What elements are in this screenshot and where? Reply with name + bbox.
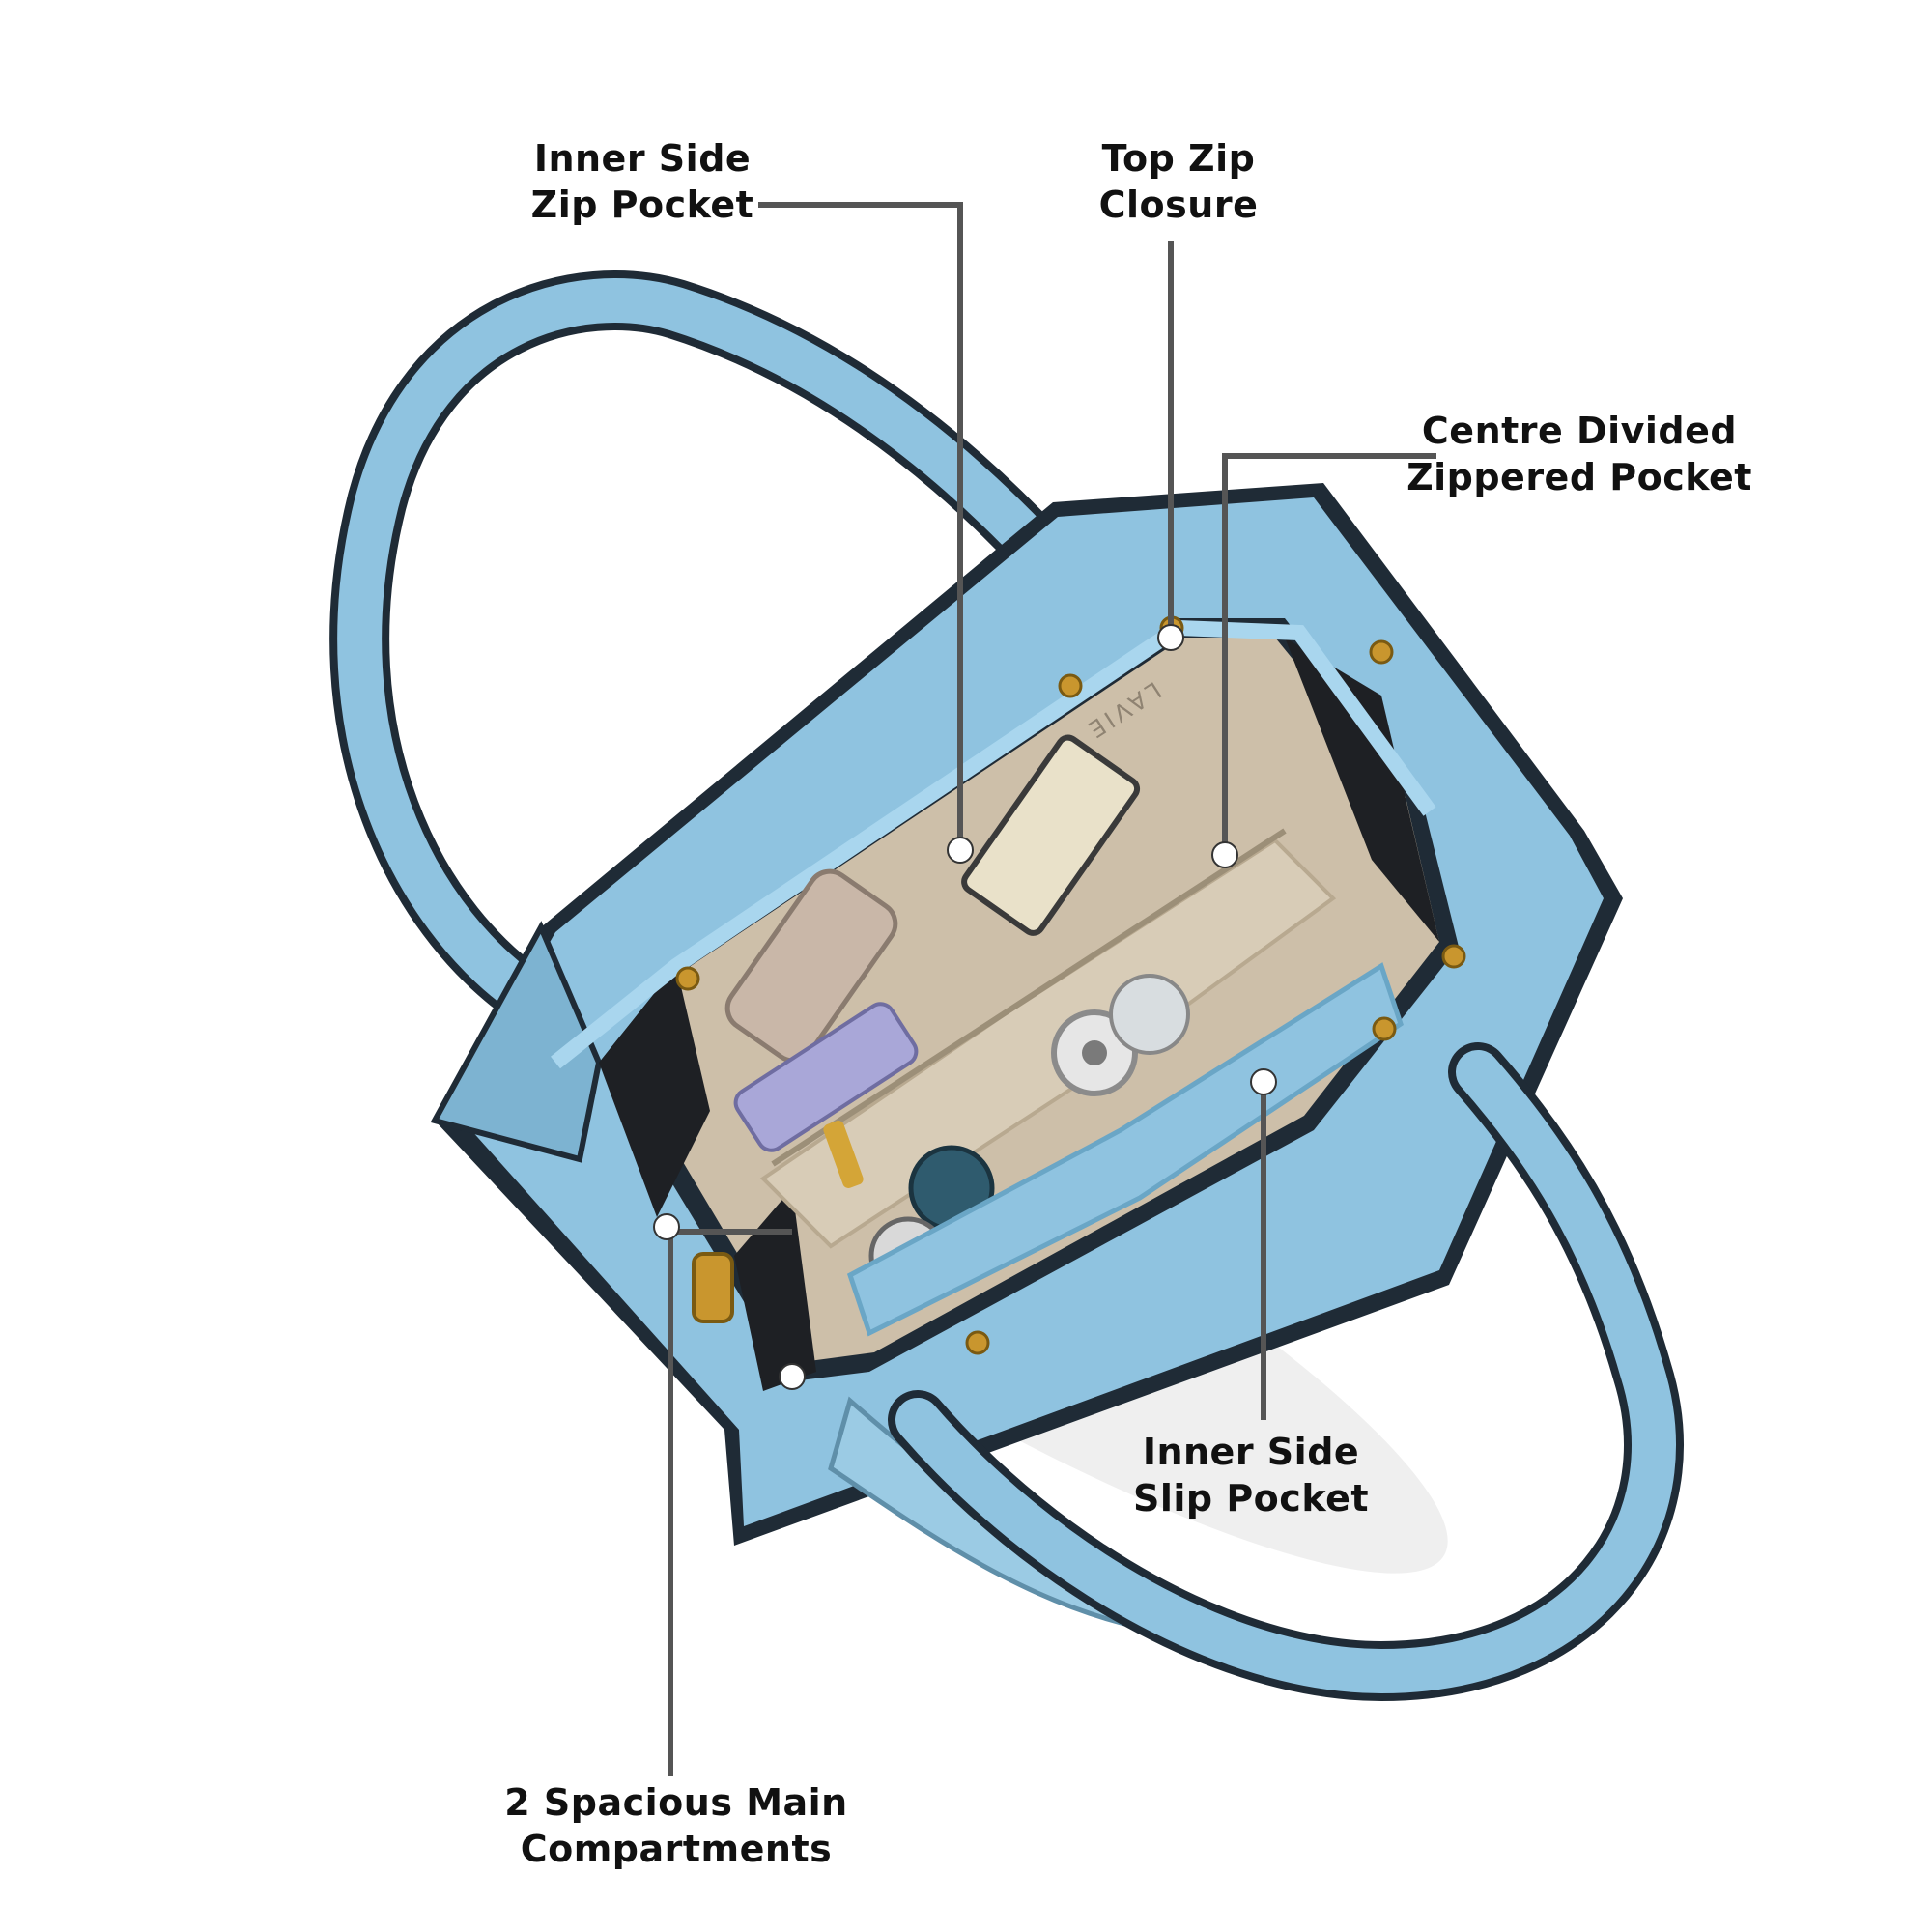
callout-main-compartments: 2 Spacious Main Compartments (464, 1779, 889, 1872)
leader-centre-divided (1222, 453, 1436, 855)
callout-inner-side-zip-pocket: Inner Side Zip Pocket (502, 135, 782, 228)
marker-compartment-left (653, 1213, 680, 1240)
leader-inner-zip-pocket (758, 202, 963, 850)
glass-bottle (1109, 974, 1190, 1055)
callout-line: Compartments (520, 1828, 833, 1870)
inner-slip-pocket (846, 962, 1404, 1337)
marker-compartment-right (779, 1363, 806, 1390)
side-buckle (692, 1252, 734, 1323)
notebook (961, 734, 1141, 936)
callout-line: Closure (1098, 184, 1259, 226)
callout-line: 2 Spacious Main (504, 1781, 848, 1824)
callout-line: Slip Pocket (1132, 1477, 1370, 1520)
callout-line: Centre Divided (1421, 410, 1738, 452)
zip-puller (823, 1121, 864, 1188)
callout-centre-divided-zippered-pocket: Centre Divided Zippered Pocket (1391, 408, 1768, 500)
callout-line: Zippered Pocket (1406, 456, 1752, 498)
wallet (733, 1002, 919, 1152)
callout-line: Inner Side (533, 137, 752, 180)
gold-studs (675, 615, 1466, 1355)
compartment-left (599, 966, 710, 1217)
callout-line: Zip Pocket (530, 184, 754, 226)
centre-zip (771, 828, 1287, 1167)
compartment-right (1285, 638, 1439, 942)
marker-slip-pocket (1250, 1068, 1277, 1095)
callout-line: Inner Side (1142, 1431, 1360, 1473)
marker-inner-zip-pocket (947, 837, 974, 864)
callout-inner-side-slip-pocket: Inner Side Slip Pocket (1111, 1429, 1391, 1521)
phone (724, 868, 898, 1064)
marker-centre-divided (1211, 841, 1238, 868)
callout-line: Top Zip (1101, 137, 1256, 180)
marker-top-zip (1157, 624, 1184, 651)
compartment-bottom (734, 1188, 816, 1391)
callout-top-zip-closure: Top Zip Closure (1072, 135, 1285, 228)
marker-dots (653, 624, 1277, 1390)
